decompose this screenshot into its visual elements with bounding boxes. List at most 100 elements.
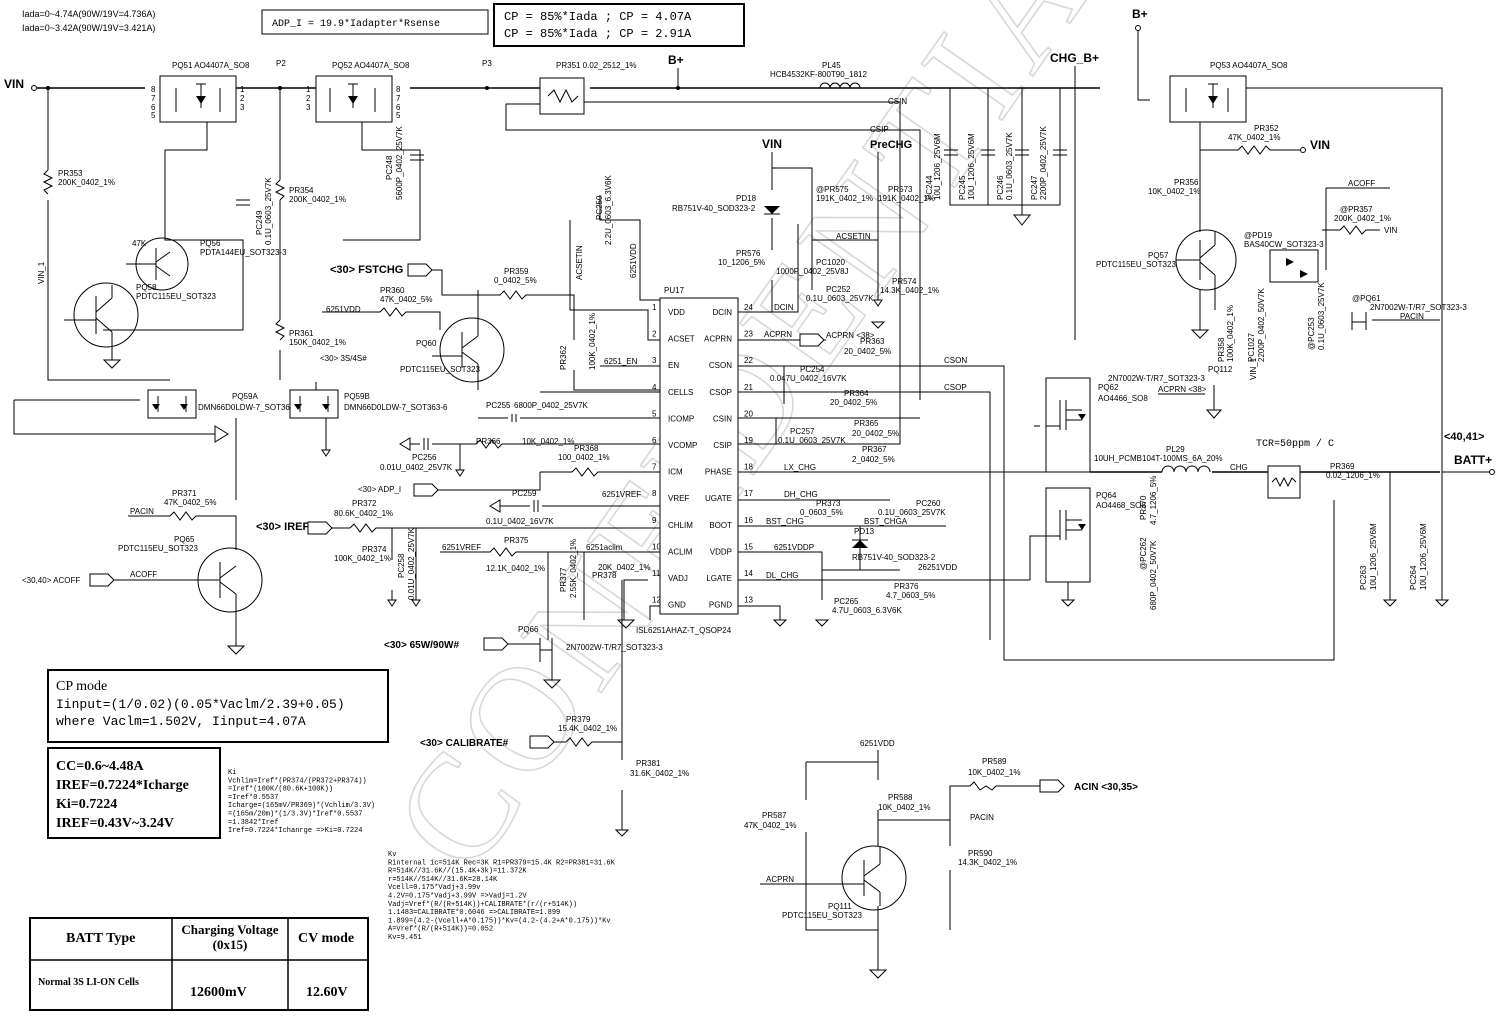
pc250-value: 2.2U_0603_6.3V6K (604, 175, 613, 246)
net-acprn-2: ACPRN <38> (1158, 385, 1207, 394)
pq56: PQ56 PDTA144EU_SOT323-3 47K (126, 237, 287, 291)
net-6251vdd-c: 6251VDD (860, 739, 895, 748)
net-dh: DH_CHG (784, 490, 818, 499)
svg-text:6: 6 (151, 103, 156, 112)
ki-note-line: =(165m/20m)*(1/3.3V)*Iref*0.5537 (228, 811, 362, 819)
ic-pin-name-cson: CSON (709, 361, 732, 370)
pc256-value: 0.01U_0402_25V7K (380, 463, 453, 472)
pl29-label: PL29 (1166, 445, 1185, 454)
pc246: PC246 0.1U_0603_25V7K (996, 132, 1029, 200)
ic-pin-name-vcomp: VCOMP (668, 441, 697, 450)
svg-text:PR353: PR353 (58, 169, 83, 178)
ic-pin-name-gnd: GND (668, 601, 686, 610)
pr573-label: PR573 (888, 185, 913, 194)
cp-note-1: CP = 85%*Iada ; CP = 4.07A (504, 10, 692, 24)
net-vddp: 6251VDDP (774, 543, 814, 552)
pc254-label: PC254 (800, 365, 825, 374)
ki-note-line: Vchlim=Iref*(PR374/(PR372+PR374)) (228, 777, 367, 785)
pc265-value: 4.7U_0603_6.3V6K (832, 606, 903, 615)
net-adp: <30> ADP_I (358, 485, 401, 494)
pq60: PQ60 PDTC115EU_SOT323 (400, 290, 505, 390)
net-acin: ACIN <30,35> (1074, 782, 1138, 793)
pq112-label: PQ112 (1208, 365, 1233, 374)
pq53-label: PQ53 AO4407A_SO8 (1210, 61, 1288, 70)
ic-pin-name-csop: CSOP (709, 388, 732, 397)
net-fstchg: <30> FSTCHG (330, 264, 403, 276)
pc258-label: PC258 (397, 553, 406, 578)
net-iref: <30> IREF (256, 521, 309, 533)
svg-text:AO4468_SO8: AO4468_SO8 (1096, 501, 1146, 510)
pq66-part: 2N7002W-T/R7_SOT323-3 (566, 643, 663, 652)
net-batt-ref: <40,41> (1444, 431, 1484, 443)
svg-text:PDTC115EU_SOT323: PDTC115EU_SOT323 (136, 292, 216, 301)
net-vin1: VIN_1 (37, 261, 46, 284)
svg-text:PQ65: PQ65 (174, 535, 195, 544)
pr366-value: 10K_0402_1% (522, 437, 575, 446)
pd19 (1269, 249, 1319, 283)
net-6251vdd-a: 6251VDD (326, 305, 361, 314)
svg-text:5: 5 (396, 111, 401, 120)
svg-text:PDTC115EU_SOT323: PDTC115EU_SOT323 (782, 911, 862, 920)
pr360-label: PR360 (380, 286, 405, 295)
net-pacin-2: PACIN (130, 507, 154, 516)
pc256-label: PC256 (412, 453, 437, 462)
pr574-label: PR574 (892, 277, 917, 286)
ic-pin-num-5: 5 (652, 409, 657, 418)
ic-pin-num-16: 16 (744, 516, 753, 525)
pr573-value: 191K_0402_1% (878, 194, 935, 203)
net-batt: BATT+ (1454, 453, 1492, 467)
pr375-label: PR375 (504, 536, 529, 545)
kv-note-line: r=514K//514K//31.6K=28.14K (388, 876, 498, 884)
net-dcin: DCIN (774, 303, 794, 312)
pd18-label: PD18 (736, 194, 757, 203)
net-calib: <30> CALIBRATE# (420, 738, 509, 749)
kv-note-line: A=Vref*(R/(R+514K))=0.052 (388, 926, 493, 934)
ic-pin-name-csip: CSIP (713, 441, 732, 450)
pq64: PQ64 AO4468_SO8 (1045, 487, 1146, 583)
pr379-value: 15.4K_0402_1% (558, 724, 617, 733)
cp-mode-line1: Iinput=(1/0.02)(0.05*Vaclm/2.39+0.05) (56, 697, 345, 712)
ic-pin-num-3: 3 (652, 356, 657, 365)
ic-pin-num-24: 24 (744, 303, 753, 312)
ic-pin-name-csin: CSIN (713, 414, 732, 423)
pr575-label: @PR575 (816, 185, 849, 194)
batt-cell-cv: 12.60V (306, 985, 348, 1000)
net-6251vdd-b: 26251VDD (918, 563, 957, 572)
net-acoff: ACOFF (1348, 179, 1375, 188)
net-6590w: <30> 65W/90W# (384, 640, 459, 651)
pc255-value: 6800P_0402_25V7K (514, 401, 589, 410)
pr351 (539, 77, 585, 115)
pq111: PQ111 PDTC115EU_SOT323 (760, 845, 907, 920)
net-pacin-3: PACIN (970, 813, 994, 822)
pc254-value: 0.047U_0402_16V7K (770, 374, 847, 383)
svg-text:PQ64: PQ64 (1096, 491, 1117, 500)
ic-pin-name-acset: ACSET (668, 335, 695, 344)
pr365-value: 20_0402_5% (852, 429, 899, 438)
svg-text:1: 1 (306, 85, 311, 94)
svg-text:200K_0402_1%: 200K_0402_1% (58, 178, 115, 187)
net-s34: <30> 3S/4S# (320, 354, 367, 363)
pq57-label: PQ57 (1148, 251, 1169, 260)
svg-text:PQ59A: PQ59A (232, 392, 258, 401)
ic-pin-name-aclim: ACLIM (668, 547, 693, 556)
ic-pin-num-23: 23 (744, 330, 753, 339)
ic-pin-num-10: 10 (652, 542, 661, 551)
net-csin: CSIN (888, 97, 907, 106)
svg-text:PC245: PC245 (958, 175, 967, 200)
adp-formula: ADP_I = 19.9*Iadapter*Rsense (272, 18, 440, 30)
svg-text:5600P_0402_25V7K: 5600P_0402_25V7K (395, 125, 404, 200)
pl29-value: 10UH_PCMB104T-100MS_6A_20% (1094, 454, 1223, 463)
net-bsta: BST_CHGA (864, 517, 908, 526)
net-csip: CSIP (870, 125, 889, 134)
pr574-value: 14.3K_0402_1% (880, 286, 939, 295)
pr378-label: PR378 (592, 571, 617, 580)
kv-note-line: Kv=9.451 (388, 934, 422, 942)
net-bst: BST_CHG (766, 517, 804, 526)
pr363-label: PR363 (860, 337, 885, 346)
cc-line3: Ki=0.7224 (56, 797, 117, 812)
pr358-label: PR358 (1217, 337, 1226, 362)
ic-part: ISL6251AHAZ-T_QSOP24 (636, 626, 732, 635)
pr381-label: PR381 (636, 759, 661, 768)
cc-box (47, 747, 221, 839)
